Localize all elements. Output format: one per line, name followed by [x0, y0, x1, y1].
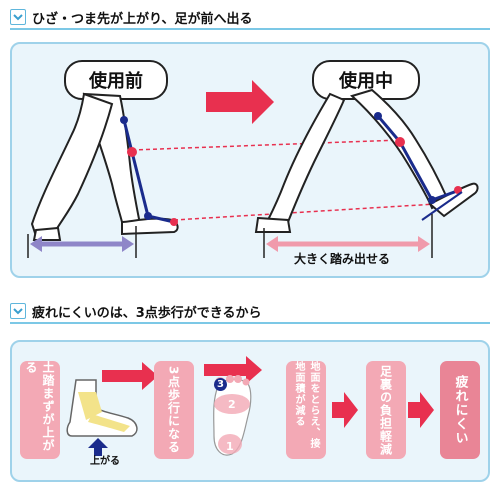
section-header-three-point: 疲れにくいのは、3点歩行ができるから [10, 300, 490, 324]
point-1-label: 1 [226, 440, 234, 453]
leg-during-icon [254, 88, 479, 233]
big-arrow-icon [206, 80, 274, 124]
step-reduce-burden: 足裏の負担軽減 [366, 361, 406, 459]
section-title: 疲れにくいのは、3点歩行ができるから [32, 305, 262, 321]
arrow-right-icon [408, 392, 434, 428]
section-header-knee: ひざ・つま先が上がり、足が前へ出る [10, 6, 490, 30]
step-less-fatigue: 疲れにくい [440, 361, 480, 459]
label-before-use: 使用前 [64, 60, 168, 100]
point-3-label: 3 [214, 378, 227, 391]
step-three-point: 3点歩行になる [154, 361, 194, 459]
walking-illustration [27, 80, 479, 258]
arch-foot-illustration [66, 362, 158, 456]
short-stride-arrow [30, 236, 134, 252]
stride-caption: 大きく踏み出せる [294, 252, 391, 266]
chevron-down-icon[interactable] [10, 9, 26, 25]
point-2-label: 2 [228, 398, 236, 411]
step-ground-grip: 地面をとらえ、接地面積が減る [286, 361, 326, 459]
long-stride-arrow [266, 236, 430, 252]
lift-label: 上がる [90, 456, 120, 467]
arrow-right-icon [332, 392, 358, 428]
step-arch-raised: 土踏まずが上がる [20, 361, 60, 459]
joint-markers-during [374, 112, 463, 221]
three-point-foot-illustration [204, 356, 262, 456]
chevron-down-icon[interactable] [10, 303, 26, 319]
walking-comparison-panel: 使用前 使用中 [10, 42, 490, 278]
section-title: ひざ・つま先が上がり、足が前へ出る [32, 11, 253, 27]
